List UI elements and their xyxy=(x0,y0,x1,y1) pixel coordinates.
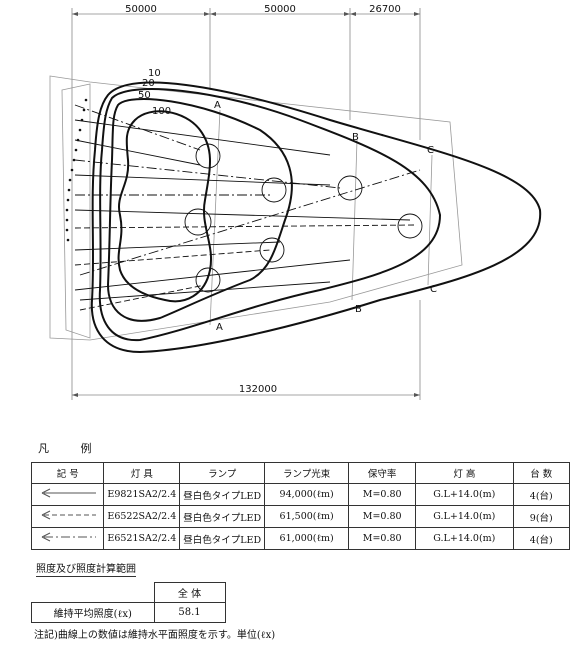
contour-label: 50 xyxy=(138,90,151,101)
legend-maintenance: M=0.80 xyxy=(348,527,417,550)
legend-header-row: 記 号 灯 具 ランプ ランプ光束 保守率 灯 高 台 数 xyxy=(30,462,570,484)
contour-10 xyxy=(90,81,542,354)
contour-100 xyxy=(117,110,212,303)
dimension-top-2: 50000 xyxy=(264,4,296,15)
legend-lamp: 昼白色タイプLED xyxy=(179,527,266,550)
dimension-bottom: 132000 xyxy=(239,384,277,395)
section-mark-a-bottom: A xyxy=(216,322,223,333)
legend-maintenance: M=0.80 xyxy=(348,505,417,528)
legend-header: 記 号 xyxy=(30,462,105,484)
section-mark-b-top: B xyxy=(352,132,359,143)
illuminance-summary-table: 全 体 維持平均照度(ℓx) 58.1 xyxy=(31,582,226,623)
line-symbol-dashed xyxy=(30,505,105,528)
section-mark-b-bottom: B xyxy=(355,304,362,315)
summary-corner xyxy=(31,582,155,603)
legend-header: 灯 具 xyxy=(103,462,181,484)
section-mark-a-top: A xyxy=(214,100,221,111)
line-symbol-dash-dot xyxy=(30,527,105,550)
legend-lamp: 昼白色タイプLED xyxy=(179,505,266,528)
legend-maintenance: M=0.80 xyxy=(348,483,417,506)
calc-range-title: 照度及び照度計算範囲 xyxy=(36,560,136,577)
contour-label: 10 xyxy=(148,68,161,79)
dimension-top-3: 26700 xyxy=(369,4,401,15)
legend-height: G.L+14.0(m) xyxy=(415,505,514,528)
illuminance-plan-drawing: 10 20 50 100 A A B B C C 50000 50000 267… xyxy=(49,4,542,400)
legend-header: 台 数 xyxy=(512,462,570,484)
contour-label: 20 xyxy=(142,78,155,89)
line-symbol-solid xyxy=(30,483,105,506)
contour-50 xyxy=(106,97,293,322)
note-text: 注記)曲線上の数値は維持水平面照度を示す。単位(ℓx) xyxy=(34,630,276,641)
dimension-top-1: 50000 xyxy=(125,4,157,15)
summary-label: 維持平均照度(ℓx) xyxy=(31,602,155,623)
legend-height: G.L+14.0(m) xyxy=(415,483,514,506)
legend-title: 凡 例 xyxy=(38,442,106,455)
legend-header: 灯 高 xyxy=(415,462,514,484)
section-mark-c-top: C xyxy=(427,145,434,156)
legend-flux: 94,000(ℓm) xyxy=(264,483,350,506)
legend-flux: 61,500(ℓm) xyxy=(264,505,350,528)
legend-fixture: E6521SA2/2.4 xyxy=(103,527,181,550)
legend-height: G.L+14.0(m) xyxy=(415,527,514,550)
legend-header: 保守率 xyxy=(348,462,417,484)
legend-fixture: E9821SA2/2.4 xyxy=(103,483,181,506)
section-mark-c-bottom: C xyxy=(430,284,437,295)
legend-row: E6521SA2/2.4 昼白色タイプLED 61,000(ℓm) M=0.80… xyxy=(30,527,570,550)
legend-lamp: 昼白色タイプLED xyxy=(179,483,266,506)
legend-count: 9(台) xyxy=(512,505,570,528)
legend-table: 記 号 灯 具 ランプ ランプ光束 保守率 灯 高 台 数 E9821SA2/2… xyxy=(30,462,570,550)
contour-label: 100 xyxy=(152,106,171,117)
legend-count: 4(台) xyxy=(512,483,570,506)
legend-row: E9821SA2/2.4 昼白色タイプLED 94,000(ℓm) M=0.80… xyxy=(30,483,570,506)
legend-flux: 61,000(ℓm) xyxy=(264,527,350,550)
legend-fixture: E6522SA2/2.4 xyxy=(103,505,181,528)
legend-row: E6522SA2/2.4 昼白色タイプLED 61,500(ℓm) M=0.80… xyxy=(30,505,570,528)
legend-header: ランプ xyxy=(179,462,266,484)
legend-count: 4(台) xyxy=(512,527,570,550)
summary-header: 全 体 xyxy=(153,582,226,603)
contour-20 xyxy=(98,88,442,342)
summary-value: 58.1 xyxy=(153,602,226,623)
legend-header: ランプ光束 xyxy=(264,462,350,484)
